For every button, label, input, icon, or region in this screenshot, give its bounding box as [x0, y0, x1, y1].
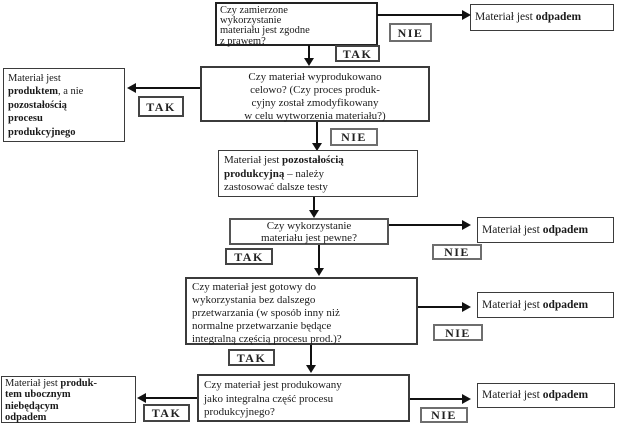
text-line: Materiał jest odpadem	[482, 389, 589, 401]
text-line: Materiał jest produk-	[5, 378, 97, 389]
text-line: Czy materiał wyprodukowano	[248, 71, 382, 83]
result-box-waste-3: Materiał jest odpadem	[477, 292, 614, 318]
label-nie-1: NIE	[389, 23, 432, 42]
label-text: TAK	[236, 351, 267, 365]
text-line: cyjny został zmodyfikowany	[251, 97, 379, 109]
label-text: TAK	[151, 406, 182, 420]
label-nie-5: NIE	[420, 407, 468, 423]
label-tak-1: TAK	[335, 45, 380, 62]
text-line: Materiał jest odpadem	[475, 11, 582, 23]
text-line: materiału jest zgodne	[220, 25, 310, 37]
label-nie-3: NIE	[432, 244, 482, 260]
text-line: produkcyjnego	[8, 126, 76, 138]
label-tak-2: TAK	[138, 96, 184, 117]
text-line: Czy wykorzystanie	[266, 220, 352, 232]
text-line: Materiał jest odpadem	[482, 299, 589, 311]
text-line: w celu wytworzenia materiału?)	[244, 110, 386, 122]
text-line: pozostałością	[8, 99, 67, 111]
text-line: materiału jest pewne?	[261, 231, 357, 244]
text-line: produkcyjną – należy	[224, 167, 325, 180]
text-line: procesu	[8, 113, 43, 125]
text-line: wykorzystania bez dalszego	[192, 294, 316, 306]
text-line: wykorzystanie	[220, 15, 282, 27]
label-text: TAK	[234, 250, 264, 264]
text-line: Czy materiał jest produkowany	[204, 379, 342, 391]
text-line: celowo? (Czy proces produk-	[250, 84, 380, 96]
label-text: TAK	[146, 100, 176, 114]
text-line: Czy zamierzone	[220, 5, 288, 16]
text-line: Materiał jest odpadem	[482, 224, 589, 236]
question-box-certain-use: Czy wykorzystanie materiału jest pewne?	[229, 218, 389, 245]
label-nie-2: NIE	[330, 128, 378, 146]
result-box-product: Materiał jest produktem, a nie pozostało…	[3, 68, 125, 142]
text-line: jako integralna część procesu	[204, 392, 334, 405]
text-line: normalne przetwarzanie będące	[192, 320, 332, 332]
label-text: NIE	[445, 326, 471, 340]
text-line: Czy materiał jest gotowy do	[192, 281, 317, 293]
text-line: produktem, a nie	[8, 86, 84, 98]
text-line: integralną częścią procesu prod.)?	[192, 333, 342, 345]
result-box-waste-1: Materiał jest odpadem	[470, 4, 614, 31]
label-text: NIE	[397, 26, 424, 40]
result-box-waste-2: Materiał jest odpadem	[477, 217, 614, 243]
info-box-production-residue: Materiał jest pozostałością produkcyjną …	[218, 150, 418, 197]
label-tak-4: TAK	[228, 349, 275, 366]
text-line: Materiał jest	[8, 73, 61, 84]
text-line: zastosować dalsze testy	[224, 181, 328, 193]
question-box-ready-without-processing: Czy materiał jest gotowy do wykorzystani…	[185, 277, 418, 345]
label-text: NIE	[431, 408, 457, 422]
text-line: Materiał jest pozostałością	[224, 154, 344, 166]
label-tak-3: TAK	[225, 248, 273, 265]
label-text: TAK	[342, 47, 373, 61]
text-line: z prawem?	[220, 35, 266, 47]
text-line: niebędącym	[5, 400, 59, 412]
question-box-integral-part: Czy materiał jest produkowany jako integ…	[197, 374, 410, 422]
label-text: NIE	[341, 130, 367, 144]
text-line: przetwarzania (w sposób inny niż	[192, 307, 340, 319]
label-text: NIE	[444, 245, 470, 259]
result-box-waste-4: Materiał jest odpadem	[477, 383, 615, 408]
text-line: tem ubocznym	[5, 389, 71, 401]
question-box-legal-use: Czy zamierzone wykorzystanie materiału j…	[215, 2, 378, 46]
result-box-byproduct: Materiał jest produk- tem ubocznym niebę…	[1, 376, 136, 423]
text-line: produkcyjnego?	[204, 406, 275, 418]
question-box-produced-intentionally: Czy materiał wyprodukowano celowo? (Czy …	[200, 66, 430, 122]
label-tak-5: TAK	[143, 404, 190, 422]
text-line: odpadem	[5, 412, 47, 424]
label-nie-4: NIE	[433, 324, 483, 341]
